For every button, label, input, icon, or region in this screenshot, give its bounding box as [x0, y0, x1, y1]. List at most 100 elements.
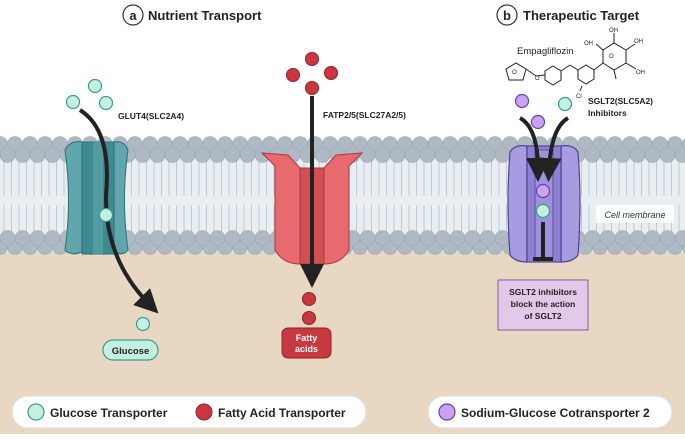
atom-oh4: OH	[584, 41, 593, 47]
glucose-molecule	[100, 97, 113, 110]
legend-left: Glucose Transporter Fatty Acid Transport…	[12, 396, 366, 428]
atom-cl: Cl	[576, 94, 582, 100]
lipid-head	[0, 231, 15, 246]
lipid-head	[150, 231, 165, 246]
note-line3: of SGLT2	[524, 311, 561, 321]
fatty-acids-line2: acids	[295, 344, 318, 354]
lipid-head	[195, 231, 210, 246]
lipid-head	[135, 148, 150, 163]
lipid-head	[375, 148, 390, 163]
fatty-acids-box: Fatty acids	[282, 328, 331, 358]
lipid-head	[405, 231, 420, 246]
lipid-head	[210, 148, 225, 163]
lipid-head	[450, 231, 465, 246]
lipid-head	[30, 231, 45, 246]
lipid-head	[390, 231, 405, 246]
lipid-head	[420, 148, 435, 163]
fatty-acid-molecule	[303, 312, 316, 325]
lipid-head	[165, 148, 180, 163]
lipid-head	[450, 148, 465, 163]
fatty-acid-molecule	[287, 69, 300, 82]
fatty-acid-molecule	[306, 82, 319, 95]
lipid-head	[645, 148, 660, 163]
atom-oh3: OH	[636, 70, 645, 76]
atom-o3: O	[609, 54, 614, 60]
lipid-head	[480, 231, 495, 246]
glucose-pill: Glucose	[103, 340, 158, 360]
fatty-acid-molecule	[306, 53, 319, 66]
lipid-head	[390, 148, 405, 163]
lipid-head	[435, 148, 450, 163]
lipid-head	[0, 148, 15, 163]
lipid-head	[150, 148, 165, 163]
fatty-acid-molecule	[303, 293, 316, 306]
lipid-head	[180, 148, 195, 163]
lipid-head	[135, 231, 150, 246]
legend-sglt2-label: Sodium-Glucose Cotransporter 2	[461, 406, 650, 420]
lipid-head	[210, 231, 225, 246]
panel-b-letter: b	[503, 8, 511, 23]
glucose-molecule	[137, 318, 150, 331]
lipid-head	[225, 231, 240, 246]
lipid-head	[420, 231, 435, 246]
lipid-head	[615, 231, 630, 246]
lipid-head	[375, 231, 390, 246]
lipid-head	[15, 231, 30, 246]
lipid-head	[585, 148, 600, 163]
sglt2-note-box: SGLT2 inhibitors block the action of SGL…	[498, 280, 588, 330]
lipid-head	[435, 231, 450, 246]
lipid-head	[180, 231, 195, 246]
lipid-head	[225, 148, 240, 163]
lipid-head	[45, 148, 60, 163]
glucose-molecule	[537, 205, 550, 218]
glucose-pill-label: Glucose	[112, 346, 150, 357]
legend-glucose-swatch	[28, 404, 44, 420]
legend-right: Sodium-Glucose Cotransporter 2	[428, 396, 672, 428]
lipid-head	[240, 231, 255, 246]
lipid-head	[600, 231, 615, 246]
lipid-head	[315, 148, 330, 163]
lipid-head	[495, 231, 510, 246]
glucose-molecule	[559, 98, 572, 111]
lipid-head	[465, 148, 480, 163]
lipid-head	[45, 231, 60, 246]
lipid-head	[240, 148, 255, 163]
lipid-head	[585, 231, 600, 246]
lipid-head	[360, 148, 375, 163]
atom-o1: O	[535, 76, 540, 82]
lipid-head	[15, 148, 30, 163]
legend-fatty-swatch	[196, 404, 212, 420]
panel-b-title: Therapeutic Target	[523, 8, 640, 23]
inhibitor-molecule	[537, 185, 550, 198]
atom-o2: O	[512, 70, 517, 76]
cell-membrane-label: Cell membrane	[604, 210, 665, 220]
atom-oh2: OH	[634, 39, 643, 45]
lipid-head	[660, 231, 675, 246]
lipid-head	[630, 148, 645, 163]
lipid-head	[30, 148, 45, 163]
glucose-molecule	[89, 80, 102, 93]
lipid-head	[645, 231, 660, 246]
lipid-head	[630, 231, 645, 246]
lipid-head	[255, 231, 270, 246]
glut4-transporter	[65, 142, 128, 254]
inhibitor-molecule	[532, 116, 545, 129]
legend-glucose-label: Glucose Transporter	[50, 406, 168, 420]
sglt2-label-line1: SGLT2(SLC5A2)	[588, 96, 653, 106]
atom-oh1: OH	[609, 28, 618, 34]
lipid-head	[465, 231, 480, 246]
panel-a-letter: a	[129, 8, 137, 23]
note-line1: SGLT2 inhibitors	[509, 287, 577, 297]
fatty-acid-molecule	[325, 67, 338, 80]
lipid-head	[480, 148, 495, 163]
inhibitor-molecule	[516, 95, 529, 108]
panel-a-title: Nutrient Transport	[148, 8, 262, 23]
glut4-label: GLUT4(SLC2A4)	[118, 111, 184, 121]
legend-fatty-label: Fatty Acid Transporter	[218, 406, 346, 420]
glucose-molecule	[67, 96, 80, 109]
sglt2-label-line2: Inhibitors	[588, 108, 627, 118]
note-line2: block the action	[511, 299, 576, 309]
lipid-head	[405, 148, 420, 163]
